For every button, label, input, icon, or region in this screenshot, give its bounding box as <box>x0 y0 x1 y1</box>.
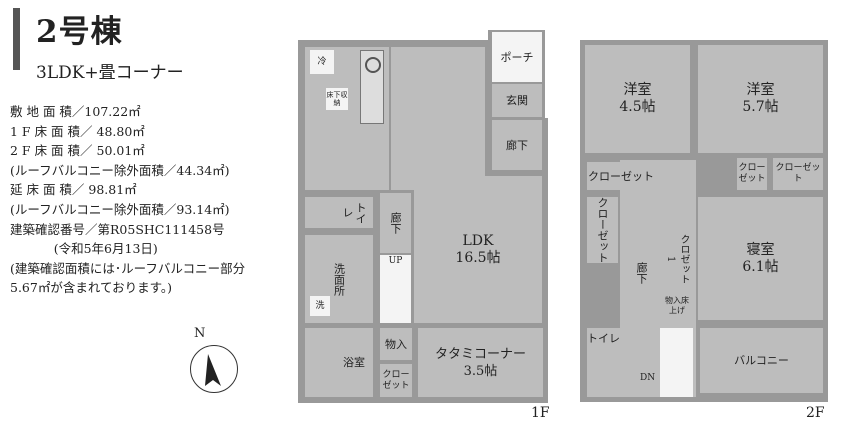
room-closet-vertical: クローゼット <box>587 197 618 263</box>
room-bath: 浴室 <box>305 328 373 397</box>
spec-line: 2 F 床 面 積／ 50.01㎡ <box>10 143 145 159</box>
floor1-label: 1F <box>531 405 550 421</box>
washer-icon: 洗 <box>310 296 330 316</box>
floor2-label: 2F <box>806 405 825 421</box>
spec-line: 延 床 面 積／ 98.81㎡ <box>10 182 137 198</box>
stairs-label: DN <box>640 373 656 383</box>
room-toilet: トイレ <box>305 197 373 228</box>
room-size: 16.5帖 <box>455 249 501 266</box>
room-label: クローゼット <box>775 163 821 184</box>
room-label: LDK <box>462 232 494 249</box>
room-label: 物入床上げ <box>665 296 689 315</box>
room-closet-3: クローゼット <box>773 158 823 190</box>
room-entrance: 玄関 <box>492 84 542 117</box>
kitchen-counter <box>360 50 384 124</box>
room-label: クロゼット1 <box>665 234 689 284</box>
room-hall: 廊下 <box>380 193 411 253</box>
room-storage-2f: 物入床上げ <box>662 292 692 320</box>
room-closet-2: クローゼット <box>737 158 767 190</box>
room-label: 廊下 <box>389 212 402 234</box>
room-label: クローゼット <box>588 169 654 183</box>
room-porch: ポーチ <box>492 32 542 82</box>
spec-list: 敷 地 面 積／107.22㎡ 1 F 床 面 積／ 48.80㎡ 2 F 床 … <box>10 102 245 298</box>
spec-line: 建築確認番号／第R05SHC111458号 <box>10 221 225 237</box>
washer-label: 洗 <box>315 300 325 311</box>
room-label: 洋室 <box>746 82 775 98</box>
fridge-label: 冷 <box>317 56 327 67</box>
spec-line: (令和5年6月13日) <box>10 241 158 257</box>
room-label: クローゼット <box>382 369 410 391</box>
room-bedroom: 寝室 6.1帖 <box>698 197 823 320</box>
room-closet-1: クローゼット <box>587 162 655 190</box>
room-size: 6.1帖 <box>742 258 779 275</box>
stove-icon <box>365 57 381 73</box>
spec-line: (ルーフバルコニー除外面積／93.14㎡) <box>10 201 230 217</box>
spec-line: (建築確認面積には･ルーフバルコニー部分 <box>10 260 246 276</box>
compass-north-label: N <box>194 326 206 341</box>
title-accent-bar <box>13 8 20 70</box>
spec-line: 5.67㎡が含まれております。) <box>10 280 172 296</box>
layout-subtitle: 3LDK+畳コーナー <box>36 63 184 83</box>
room-closet-5: クロゼット1 <box>662 233 692 285</box>
room-western-1: 洋室 4.5帖 <box>585 45 690 153</box>
room-tatami-corner: タタミコーナー 3.5帖 <box>418 328 543 397</box>
room-label: 床下収納 <box>326 91 348 107</box>
stairs-label: UP <box>388 256 403 266</box>
room-label: ポーチ <box>500 50 534 64</box>
room-label: 寝室 <box>746 241 775 258</box>
spec-line: 敷 地 面 積／107.22㎡ <box>10 104 141 119</box>
spec-line: (ルーフバルコニー除外面積／44.34㎡) <box>10 162 230 178</box>
room-label: 浴室 <box>343 356 365 369</box>
hall-label: 廊下 <box>635 262 648 284</box>
stairs-up: UP <box>380 255 411 323</box>
room-western-2: 洋室 5.7帖 <box>698 45 823 153</box>
room-ldk: LDK 16.5帖 <box>414 176 542 323</box>
room-storage: 物入 <box>380 328 412 360</box>
spec-line: 1 F 床 面 積／ 48.80㎡ <box>10 123 145 139</box>
room-entry-hall: 廊下 <box>492 120 542 170</box>
fridge-icon: 冷 <box>310 50 334 74</box>
room-label: タタミコーナー <box>434 346 526 362</box>
room-ldk-mid <box>391 160 451 190</box>
compass <box>190 345 238 393</box>
room-size: 4.5帖 <box>619 99 656 115</box>
room-label: トイレ <box>341 201 367 224</box>
underfloor-storage: 床下収納 <box>326 88 348 110</box>
stairs-down <box>660 328 693 397</box>
room-closet: クローゼット <box>380 364 412 397</box>
room-toilet-2f: トイレ <box>587 328 620 397</box>
room-label: 廊下 <box>506 138 528 152</box>
room-label: 洗面所 <box>332 262 346 296</box>
room-label: 洋室 <box>623 82 652 98</box>
compass-arrow-icon <box>205 354 221 386</box>
room-label: 物入 <box>385 337 407 351</box>
room-label: トイレ <box>587 332 620 345</box>
room-size: 3.5帖 <box>463 363 498 379</box>
room-balcony: バルコニー <box>700 328 823 393</box>
building-title: 2号棟 <box>36 14 123 50</box>
room-size: 5.7帖 <box>742 99 779 115</box>
room-label: クローゼット <box>738 163 766 184</box>
room-label: クローゼット <box>596 197 609 263</box>
room-label: バルコニー <box>734 354 789 367</box>
room-label: 玄関 <box>506 94 528 107</box>
